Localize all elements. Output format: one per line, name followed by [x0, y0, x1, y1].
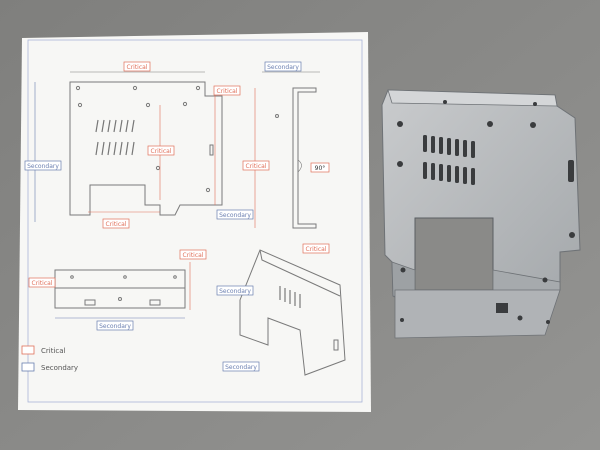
- isometric-view: [239, 249, 346, 376]
- secondary-label: Secondary: [219, 288, 251, 295]
- secondary-tag: Secondary: [216, 209, 254, 220]
- secondary-label: Secondary: [27, 163, 59, 170]
- paper-frame: [27, 39, 363, 403]
- critical-tag: Critical: [242, 160, 270, 171]
- critical-tag: Critical: [302, 243, 330, 254]
- critical-tag: Critical: [213, 85, 241, 96]
- critical-label: Critical: [246, 163, 267, 170]
- legend-secondary-label: Secondary: [41, 364, 78, 372]
- front-view: [34, 71, 223, 222]
- critical-label: Critical: [306, 246, 327, 253]
- bottom-slot: [496, 303, 508, 313]
- paper: [18, 32, 371, 412]
- drawing-sheet: Critical Critical Critical Critical Crit…: [18, 32, 371, 412]
- critical-tags: Critical Critical Critical Critical Crit…: [28, 61, 330, 288]
- secondary-tag: Secondary: [216, 285, 254, 296]
- critical-tag: Critical: [123, 61, 151, 72]
- secondary-label: Secondary: [219, 212, 251, 219]
- metal-bracket: [381, 89, 581, 339]
- secondary-label: Secondary: [99, 323, 131, 330]
- side-view: [254, 71, 320, 229]
- critical-label: Critical: [217, 88, 238, 95]
- side-slot: [568, 160, 574, 182]
- secondary-label: Secondary: [225, 364, 257, 371]
- bottom-view: [54, 262, 191, 319]
- legend-critical-label: Critical: [41, 347, 66, 355]
- secondary-tag: Secondary: [264, 61, 302, 72]
- secondary-tag: Secondary: [24, 160, 62, 171]
- critical-tag: Critical: [28, 277, 56, 288]
- secondary-tags: Secondary Secondary Secondary Secondary …: [24, 61, 302, 372]
- critical-label: Critical: [32, 280, 53, 287]
- legend: Critical Secondary: [21, 345, 78, 372]
- critical-tag: Critical: [147, 145, 175, 156]
- legend-critical-swatch: [21, 345, 35, 355]
- angle-tag: 90°: [310, 162, 330, 173]
- secondary-tag: Secondary: [222, 361, 260, 372]
- secondary-tag: Secondary: [96, 320, 134, 331]
- critical-tag: Critical: [102, 218, 130, 229]
- vent-slots: [423, 135, 475, 185]
- secondary-label: Secondary: [267, 64, 299, 71]
- holes: [397, 100, 575, 324]
- critical-tag: Critical: [179, 249, 207, 260]
- cutout: [414, 217, 494, 291]
- angle-label: 90°: [315, 165, 326, 172]
- critical-label: Critical: [151, 148, 172, 155]
- critical-label: Critical: [106, 221, 127, 228]
- legend-secondary-swatch: [21, 362, 35, 372]
- critical-label: Critical: [127, 64, 148, 71]
- critical-label: Critical: [183, 252, 204, 259]
